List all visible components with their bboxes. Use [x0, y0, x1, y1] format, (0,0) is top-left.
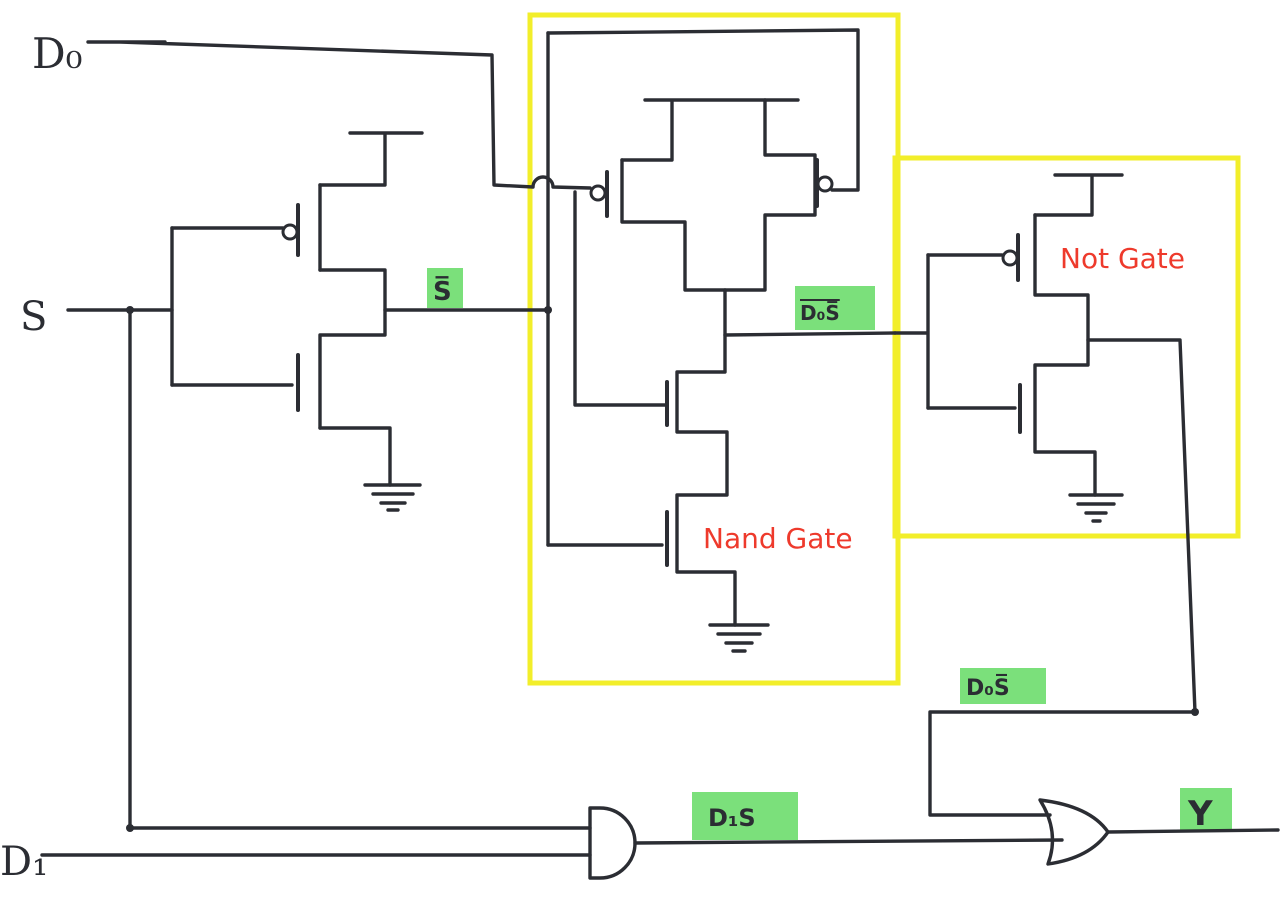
s-bar-label: S̅ — [433, 274, 452, 307]
y-output-label: Y — [1187, 794, 1213, 834]
nand-gate-box — [527, 12, 901, 686]
input-d0-label: D₀ — [32, 29, 83, 78]
not-output-label: D₀S̅ — [966, 675, 1010, 701]
and-output-wire — [633, 838, 1064, 845]
not-gate-box — [892, 155, 1241, 539]
input-s-label: S — [20, 294, 47, 340]
s-wire — [66, 308, 592, 830]
input-d1-label: D₁ — [0, 839, 48, 885]
not-gate-label: Not Gate — [1060, 242, 1185, 275]
junctions — [126, 306, 1199, 832]
or-gate — [1038, 798, 1110, 866]
and-gate — [588, 806, 637, 880]
nand-gate-circuit — [546, 28, 897, 653]
nand-gate-label: Nand Gate — [703, 522, 853, 555]
not-gate-circuit — [893, 173, 1197, 817]
nand-output-label: D₀S̅ — [800, 301, 840, 325]
y-output-wire — [1106, 828, 1280, 834]
d0-wire — [86, 40, 592, 190]
signal-highlights — [427, 268, 1232, 840]
inverter-s — [170, 131, 552, 512]
and-output-label: D₁S — [708, 804, 756, 832]
